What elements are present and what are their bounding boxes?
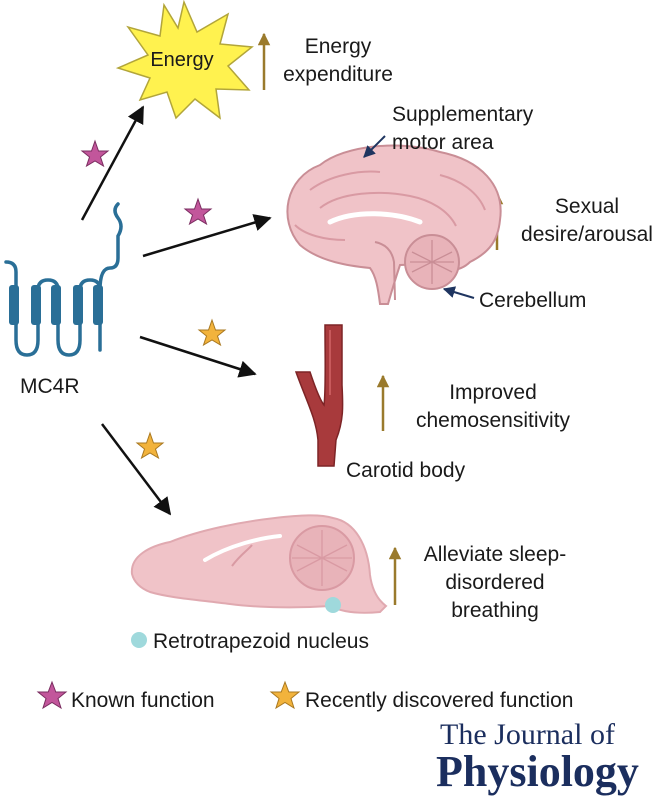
- retrotrapezoid-legend-dot: [131, 632, 147, 648]
- brain-illustration: [286, 144, 502, 305]
- known-function-star-icon: [80, 139, 110, 168]
- receptor-label: MC4R: [20, 375, 80, 398]
- brainstem-illustration: [130, 514, 388, 614]
- legend-recent-function: Recently discovered function: [305, 689, 574, 712]
- retrotrapezoid-nucleus-label: Retrotrapezoid nucleus: [153, 630, 369, 653]
- known-function-star-icon: [183, 197, 213, 226]
- legend-known-function: Known function: [71, 689, 215, 712]
- energy-burst-icon: [115, 0, 254, 120]
- breathing-effect-line2: disordered: [445, 571, 545, 594]
- pointer-cerebellum: [442, 286, 475, 299]
- sexual-effect-line1: Sexual: [554, 195, 620, 218]
- supplementary-motor-area-line2: motor area: [392, 131, 494, 154]
- journal-logo-line2: Physiology: [436, 747, 639, 796]
- recent-function-star-icon: [135, 431, 165, 460]
- pointer-supplementary-motor-area: [363, 135, 386, 158]
- arrow-to-carotid: [139, 335, 257, 378]
- retrotrapezoid-nucleus-dot: [325, 597, 341, 613]
- arrow-to-energy: [80, 105, 145, 221]
- supplementary-motor-area-line1: Supplementary: [392, 103, 534, 126]
- energy-effect-line1: Energy: [304, 35, 372, 58]
- chemosensitivity-effect-line2: chemosensitivity: [415, 409, 571, 432]
- carotid-vessel-illustration: [294, 324, 344, 467]
- mc4r-receptor-icon: [4, 202, 123, 357]
- energy-effect-line2: expenditure: [283, 63, 393, 86]
- breathing-effect-line3: breathing: [451, 599, 539, 622]
- recent-function-legend-star-icon: [269, 680, 301, 710]
- arrow-to-brainstem: [101, 423, 172, 516]
- sexual-effect-line2: desire/arousal: [521, 223, 653, 246]
- carotid-body-label: Carotid body: [346, 459, 466, 482]
- energy-burst-label: Energy: [150, 49, 214, 71]
- arrow-to-brain: [142, 214, 272, 258]
- journal-logo-line1: The Journal of: [440, 718, 615, 751]
- cerebellum-label: Cerebellum: [479, 289, 587, 312]
- breathing-effect-line1: Alleviate sleep-: [423, 543, 567, 566]
- known-function-legend-star-icon: [36, 680, 68, 710]
- recent-function-star-icon: [197, 318, 227, 347]
- chemosensitivity-effect-line1: Improved: [449, 381, 537, 404]
